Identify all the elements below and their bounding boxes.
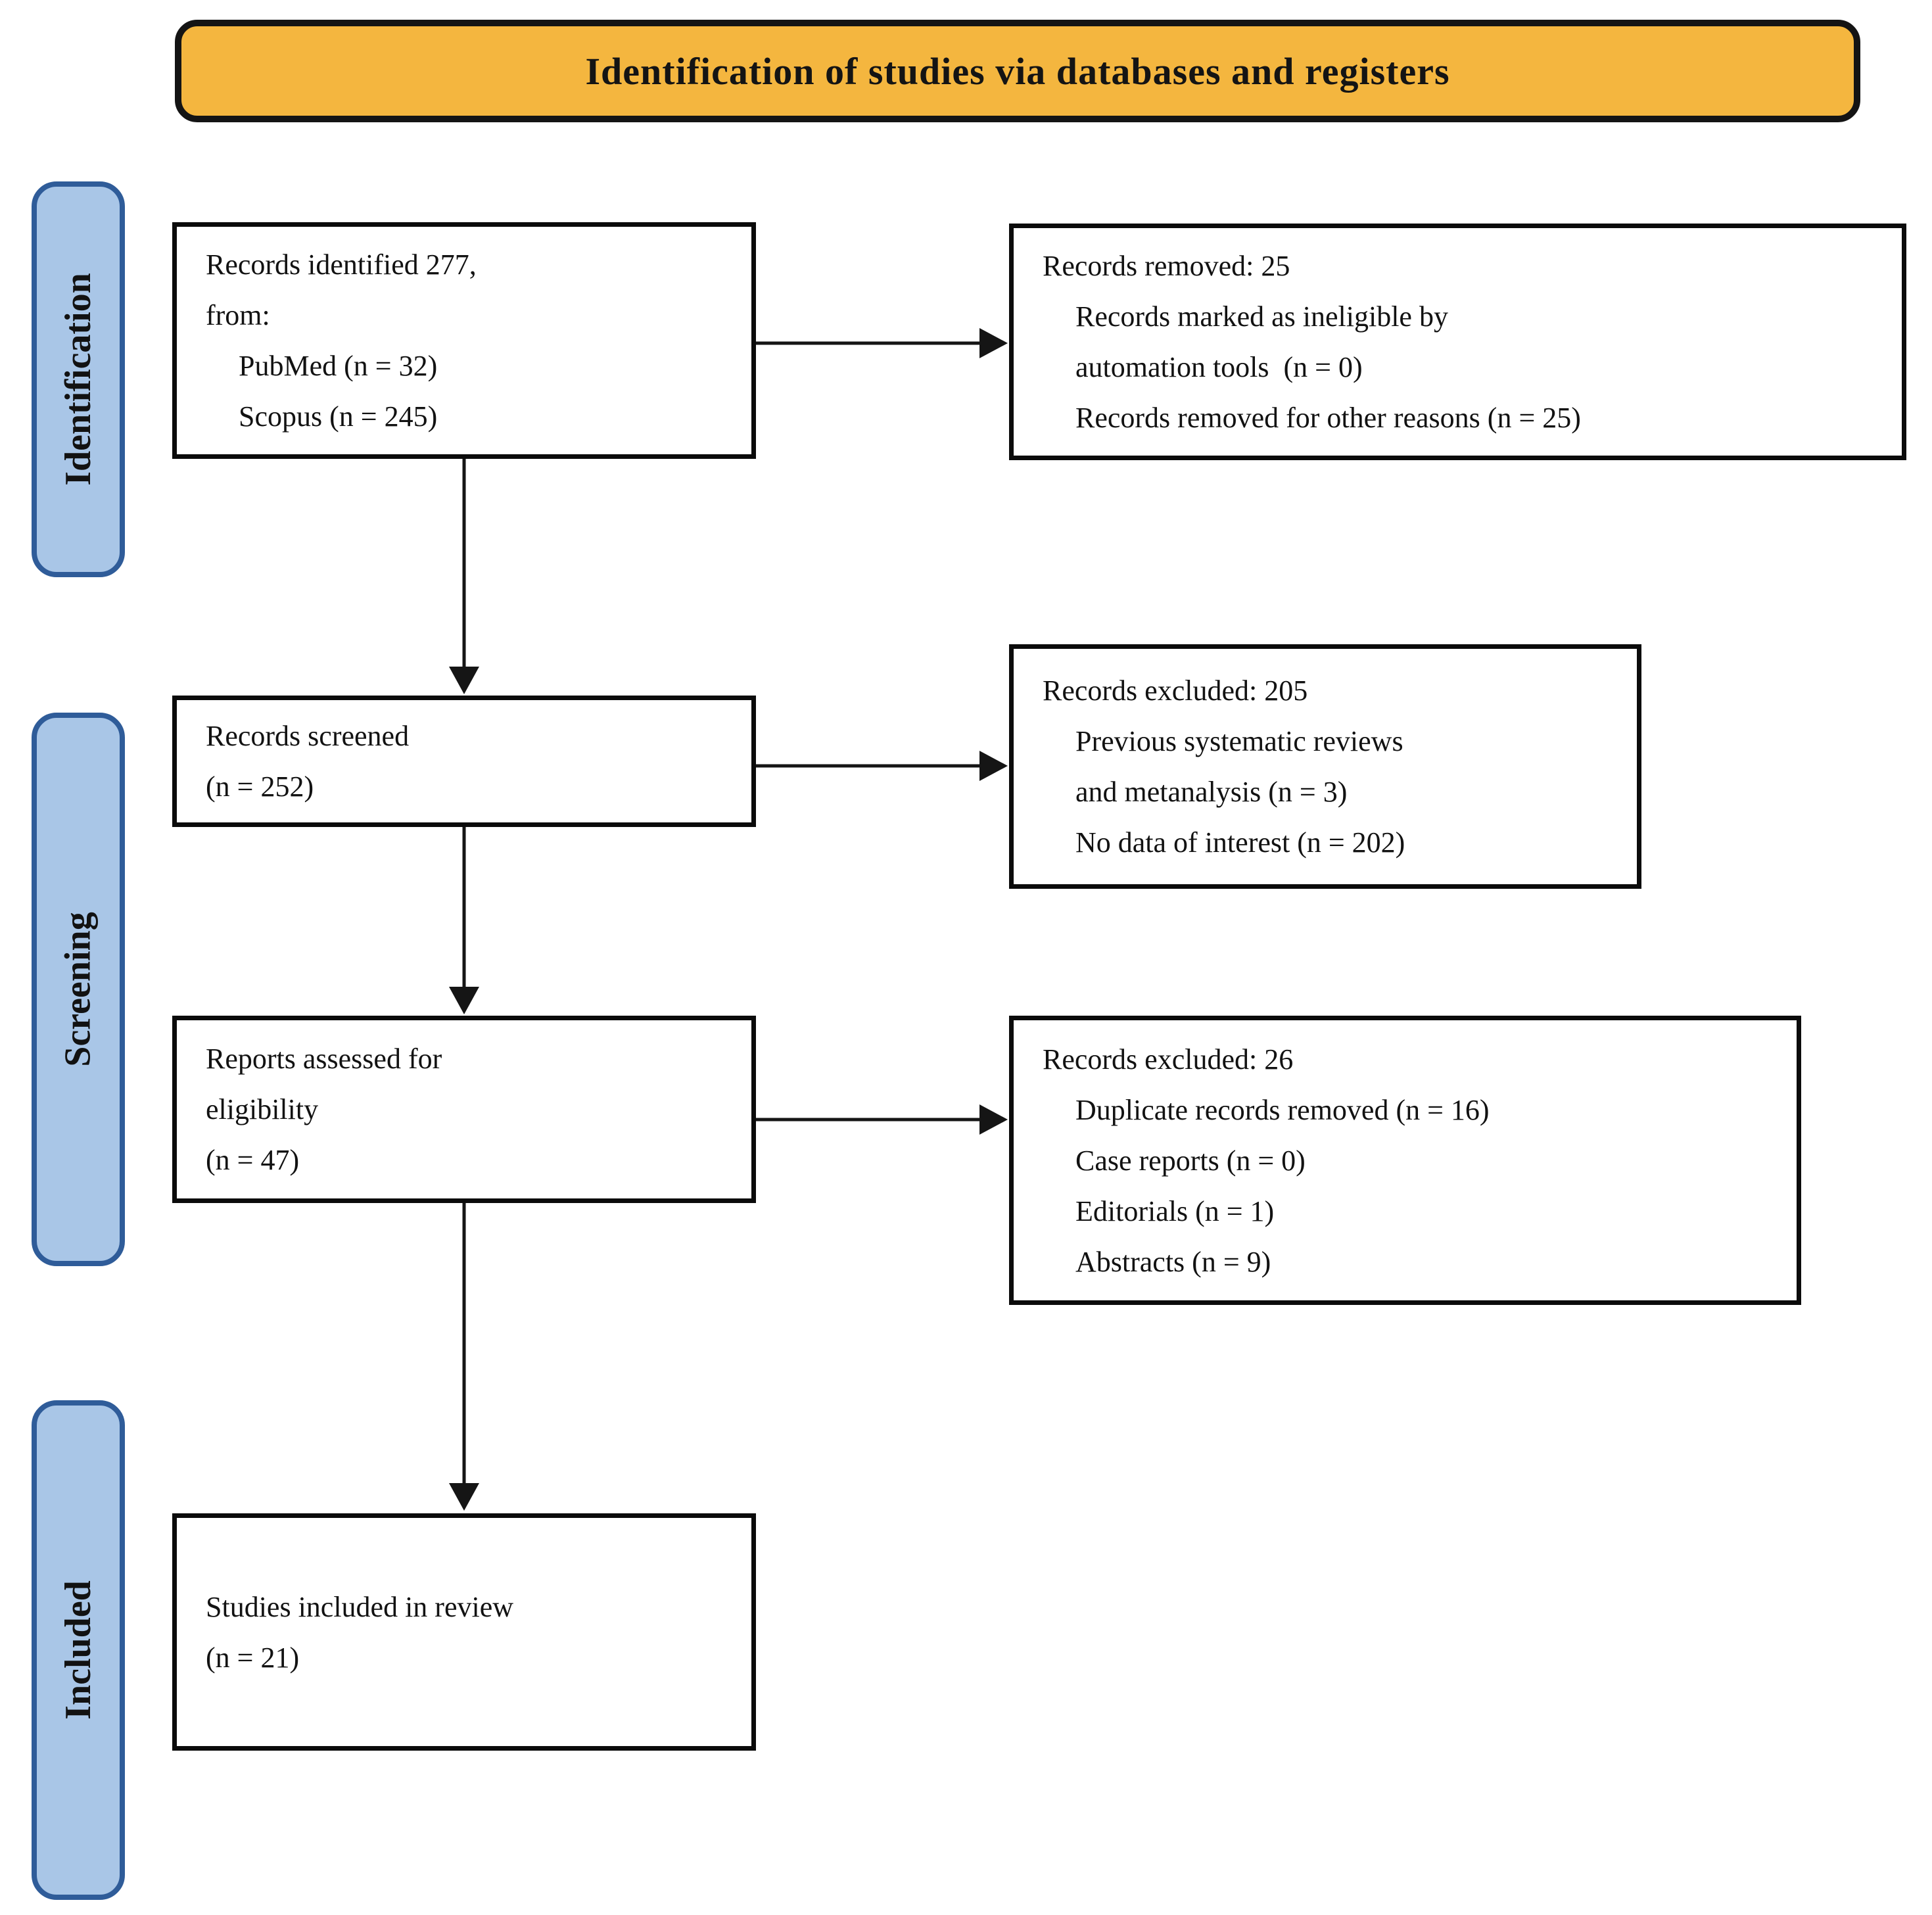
box-records-screened-line: Records screened	[206, 720, 410, 752]
box-reports-assessed-line: (n = 47)	[206, 1144, 300, 1176]
box-records-identified: Records identified 277, from: PubMed (n …	[172, 222, 756, 459]
stage-label-included: Included	[32, 1400, 125, 1900]
box-records-excluded-eligibility: Records excluded: 26 Duplicate records r…	[1009, 1016, 1801, 1305]
box-records-excluded-screening-line: Previous systematic reviews	[1075, 725, 1403, 757]
box-studies-included: Studies included in review (n = 21)	[172, 1513, 756, 1751]
box-records-excluded-eligibility-line: Case reports (n = 0)	[1075, 1144, 1306, 1177]
stage-label-identification: Identification	[32, 181, 125, 577]
box-records-screened-line: (n = 252)	[206, 770, 314, 803]
box-records-excluded-eligibility-line: Records excluded: 26	[1043, 1043, 1294, 1076]
box-records-identified-line: Scopus (n = 245)	[239, 400, 438, 433]
stage-label-screening: Screening	[32, 713, 125, 1266]
arrow-screened-to-excluded	[756, 751, 1008, 781]
box-records-identified-line: Records identified 277,	[206, 248, 477, 281]
title-banner-text: Identification of studies via databases …	[585, 49, 1450, 93]
box-records-excluded-eligibility-line: Abstracts (n = 9)	[1075, 1245, 1271, 1278]
box-records-identified-line: from:	[206, 299, 270, 331]
box-studies-included-line: Studies included in review	[206, 1590, 514, 1623]
box-records-excluded-screening-line: and metanalysis (n = 3)	[1075, 776, 1348, 808]
box-reports-assessed-line: Reports assessed for	[206, 1043, 442, 1075]
title-banner: Identification of studies via databases …	[175, 20, 1860, 122]
stage-label-included-text: Included	[58, 1580, 99, 1720]
box-studies-included-line: (n = 21)	[206, 1641, 300, 1674]
box-records-identified-line: PubMed (n = 32)	[239, 350, 438, 382]
arrow-identified-to-removed	[756, 328, 1008, 358]
stage-label-identification-text: Identification	[58, 273, 99, 486]
box-reports-assessed-line: eligibility	[206, 1093, 319, 1125]
box-records-removed-line: Records removed: 25	[1043, 250, 1290, 282]
box-reports-assessed: Reports assessed for eligibility (n = 47…	[172, 1016, 756, 1203]
arrow-assessed-to-excluded	[756, 1104, 1008, 1135]
box-records-removed: Records removed: 25 Records marked as in…	[1009, 224, 1906, 460]
box-records-excluded-eligibility-line: Duplicate records removed (n = 16)	[1075, 1093, 1490, 1126]
box-records-excluded-screening-line: Records excluded: 205	[1043, 674, 1308, 707]
box-records-removed-line: automation tools (n = 0)	[1075, 351, 1363, 383]
arrow-identified-to-screened	[449, 459, 479, 694]
box-records-excluded-screening: Records excluded: 205 Previous systemati…	[1009, 644, 1641, 889]
arrow-assessed-to-included	[449, 1203, 479, 1511]
arrow-screened-to-assessed	[449, 827, 479, 1014]
stage-label-screening-text: Screening	[58, 912, 99, 1067]
box-records-screened: Records screened (n = 252)	[172, 696, 756, 827]
box-records-excluded-screening-line: No data of interest (n = 202)	[1075, 826, 1405, 859]
box-records-excluded-eligibility-line: Editorials (n = 1)	[1075, 1194, 1275, 1227]
box-records-removed-line: Records marked as ineligible by	[1075, 300, 1448, 333]
box-records-removed-line: Records removed for other reasons (n = 2…	[1075, 402, 1581, 434]
